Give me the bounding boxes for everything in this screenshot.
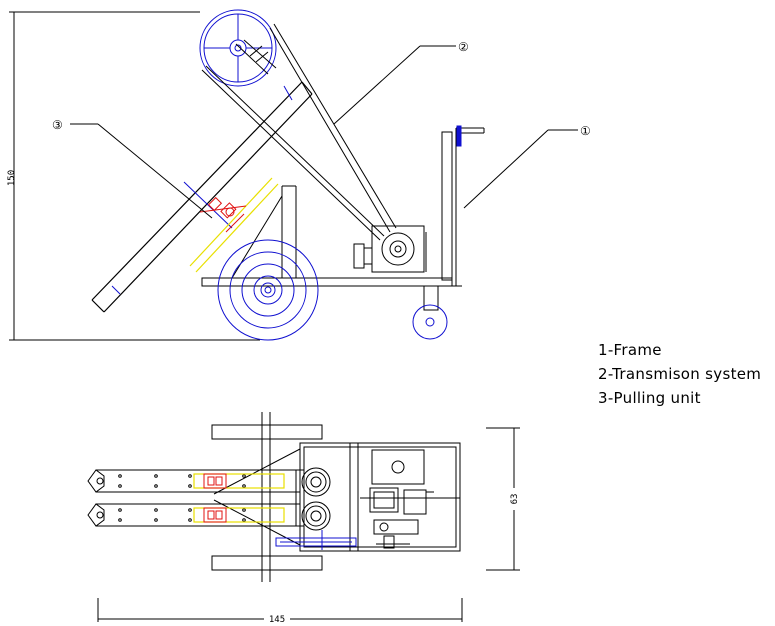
legend: 1-Frame 2-Transmison system 3-Pulling un… xyxy=(598,338,761,410)
top-view-red-clamps xyxy=(203,473,227,523)
arm-marker-upper xyxy=(283,85,293,101)
arm-marker xyxy=(111,285,121,295)
handle-grip xyxy=(456,125,462,147)
callout-1: ① xyxy=(580,124,591,138)
top-view-rail-holes xyxy=(96,474,246,522)
pulley-chain-link xyxy=(235,39,277,75)
width-dimension-label: 63 xyxy=(510,494,520,505)
motor-unit xyxy=(353,225,427,273)
length-dimension xyxy=(97,598,463,622)
side-view: 150 xyxy=(7,9,591,341)
length-dimension-label: 145 xyxy=(269,615,285,625)
top-view-yellow-guides xyxy=(193,473,285,523)
castor-wheel xyxy=(412,285,448,340)
width-dimension xyxy=(486,427,520,571)
legend-item-pulling-unit: 3-Pulling unit xyxy=(598,389,701,407)
top-view-wheels xyxy=(211,424,323,571)
top-view: 145 63 xyxy=(87,412,520,625)
top-view-motor xyxy=(369,449,434,549)
main-wheel xyxy=(217,239,319,341)
callout-3: ③ xyxy=(52,118,63,132)
drive-belt xyxy=(201,23,397,241)
legend-item-transmission: 2-Transmison system xyxy=(598,365,762,383)
top-view-frame xyxy=(213,442,461,552)
top-view-arm-rails xyxy=(87,469,300,527)
legend-item-frame: 1-Frame xyxy=(598,341,662,359)
top-view-sprockets xyxy=(295,467,331,531)
handle-post xyxy=(441,127,485,287)
top-pulley xyxy=(199,9,277,87)
frame-base xyxy=(201,185,453,287)
arm-bracket xyxy=(183,181,233,229)
top-view-axle xyxy=(261,412,271,582)
height-dimension xyxy=(9,11,260,341)
red-clamp xyxy=(199,196,247,233)
callout-2: ② xyxy=(458,40,469,54)
pulling-arm xyxy=(91,81,313,313)
yellow-guide xyxy=(189,177,279,273)
callout-leaders xyxy=(70,45,578,219)
top-view-blue-rail xyxy=(275,530,357,550)
height-dimension-label: 150 xyxy=(7,170,17,186)
